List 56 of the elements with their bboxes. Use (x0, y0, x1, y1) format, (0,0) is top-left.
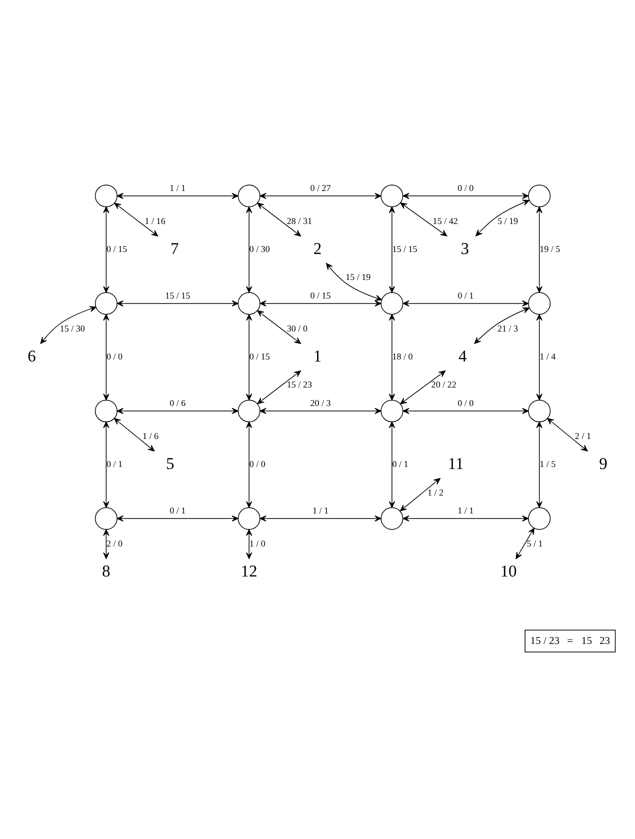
edge-label: 15 / 30 (60, 322, 85, 333)
edge-label: 0 / 30 (249, 244, 270, 254)
node-text: 1 (313, 346, 322, 365)
node-text: 12 (240, 560, 258, 580)
node-text: 10 (500, 560, 517, 580)
edge-label: 19 / 5 (540, 244, 560, 254)
edge-label: 20 / 22 (431, 379, 456, 390)
edge-label: 15 / 19 (346, 272, 371, 282)
label: 15 (581, 636, 592, 647)
edge-label: 28 / 31 (286, 215, 312, 226)
edge-label: 1 / 1 (458, 505, 474, 516)
edge-label: 18 / 0 (392, 351, 413, 362)
edge-label: 1 / 1 (170, 182, 186, 193)
label: 23 (599, 636, 610, 647)
node-text: 11 (448, 453, 464, 472)
edge-label: 0 / 0 (458, 182, 474, 193)
label: 15 / 23 (530, 636, 560, 647)
edge-label: 0 / 1 (106, 458, 122, 469)
node-text: 3 (460, 238, 470, 258)
edge-label: 30 / 0 (286, 322, 308, 333)
edge-label: 5 / 1 (526, 538, 543, 548)
node-text: 6 (28, 346, 36, 365)
edge-label: 1 / 1 (312, 505, 329, 516)
edge-label: 0 / 0 (249, 458, 266, 469)
edge-label: 0 / 1 (392, 458, 408, 469)
edge-label: 15 / 15 (392, 244, 418, 254)
node-text: 9 (599, 453, 608, 472)
edge-label: 0 / 1 (458, 290, 474, 300)
node-text: 4 (458, 346, 467, 365)
edge-label: 2 / 1 (574, 430, 591, 440)
node-text: 2 (313, 238, 322, 258)
edge-label: 15 / 42 (432, 215, 458, 226)
edge-label: 0 / 1 (170, 505, 186, 516)
edge-label: 0 / 0 (106, 351, 122, 362)
edge-label: 15 / 15 (165, 290, 190, 300)
edge-label: 5 / 19 (497, 215, 518, 226)
edge-label: 0 / 27 (310, 182, 331, 193)
edge-label: 0 / 15 (106, 244, 127, 254)
label: = (567, 636, 574, 647)
edge-label: 1 / 16 (144, 215, 166, 226)
edge-label: 1 / 6 (142, 430, 159, 440)
edge-label: 0 / 6 (170, 398, 186, 408)
edge-label: 15 / 23 (286, 379, 312, 390)
edge-label: 0 / 15 (249, 351, 270, 362)
node-text: 5 (166, 453, 174, 472)
edge-label: 2 / 0 (106, 538, 122, 548)
node-text: 8 (102, 560, 110, 580)
node-text: 7 (170, 238, 179, 258)
edge-label: 21 / 3 (497, 322, 518, 333)
edge-label: 1 / 0 (249, 538, 266, 548)
edge-label: 1 / 5 (540, 458, 556, 469)
edge-label: 0 / 15 (310, 290, 331, 300)
edge-label: 1 / 4 (540, 351, 556, 362)
edge-label: 0 / 0 (458, 398, 474, 408)
edge-label: 1 / 2 (428, 486, 444, 497)
edge-label: 20 / 3 (310, 398, 331, 408)
